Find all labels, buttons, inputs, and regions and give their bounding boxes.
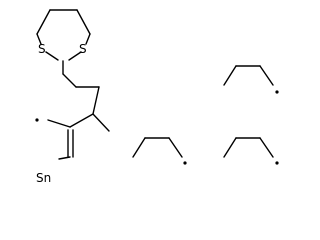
- chain-bond: [62, 73, 77, 88]
- butyl-bond: [259, 137, 274, 158]
- side-chain: [35, 60, 110, 160]
- butyl-bond: [259, 65, 274, 86]
- tin-label: Sn: [36, 171, 51, 185]
- radical-bond: [47, 119, 71, 128]
- chain-bond: [69, 113, 94, 128]
- ring-bond: [36, 33, 42, 45]
- radical-dot: [35, 118, 39, 122]
- sulfur-right-label: S: [79, 42, 87, 56]
- dithiane-ring: S S: [36, 9, 91, 61]
- butyl-bond: [168, 137, 183, 158]
- butyl-bond: [223, 137, 237, 158]
- radical-dot: [275, 161, 279, 165]
- butyl-bond: [132, 137, 146, 158]
- methyl-bond: [92, 113, 110, 132]
- butyl-group-1: [223, 65, 279, 94]
- terminal-bond: [58, 156, 71, 160]
- chain-bond: [92, 86, 100, 115]
- ring-bond: [76, 9, 91, 35]
- ring-bond: [45, 51, 59, 61]
- chemical-structure-diagram: S S: [35, 9, 279, 185]
- butyl-bond: [223, 65, 237, 86]
- structure-canvas: S S: [35, 9, 279, 185]
- sulfur-left-label: S: [38, 42, 46, 56]
- butyl-group-2: [132, 137, 187, 165]
- radical-dot: [183, 161, 187, 165]
- radical-dot: [275, 90, 279, 94]
- butyl-group-3: [223, 137, 279, 165]
- ring-bond: [36, 9, 51, 35]
- ring-bond: [85, 33, 91, 45]
- ring-bond: [68, 51, 82, 61]
